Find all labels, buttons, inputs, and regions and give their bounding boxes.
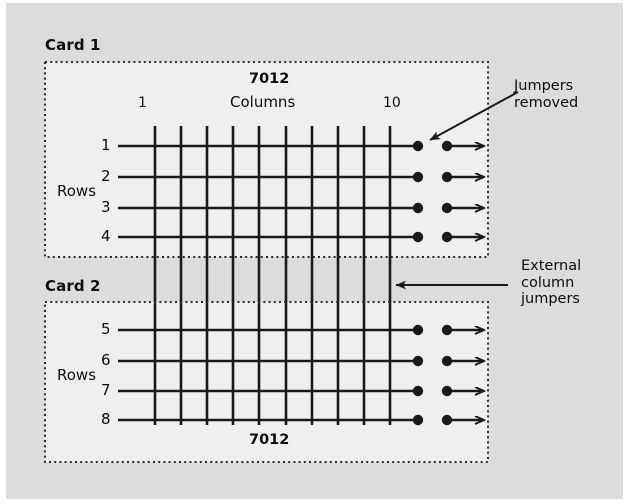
row-8-inner-dot [412, 414, 424, 426]
row-number-1: 1 [101, 136, 111, 154]
row-5-inner-dot [412, 324, 424, 336]
row-6-inner-dot [412, 355, 424, 367]
columns-axis-label: Columns [230, 93, 296, 111]
row-4-inner-dot [412, 231, 424, 243]
card-1-surface [45, 62, 488, 257]
card-2-label: Card 2 [45, 277, 101, 295]
card-2-part-number: 7012 [249, 432, 290, 448]
card-1-label: Card 1 [45, 36, 101, 54]
card-2-jumper-terminals [412, 324, 484, 426]
row-number-4: 4 [101, 227, 111, 245]
card-1-part-number: 7012 [249, 71, 290, 87]
card-1-border [44, 61, 489, 258]
row-number-3: 3 [101, 198, 111, 216]
jumpers-removed-arrow [429, 91, 519, 141]
column-number-first: 1 [138, 95, 147, 111]
column-number-last: 10 [383, 95, 401, 111]
row-number-2: 2 [101, 167, 111, 185]
card-1-jumper-terminals [412, 140, 484, 243]
row-2-inner-dot [412, 171, 424, 183]
card-2-row-lines [118, 328, 418, 422]
row-number-8: 8 [101, 410, 111, 428]
row-number-7: 7 [101, 381, 111, 399]
external-column-jumpers-callout: External column jumpers [521, 258, 582, 307]
card-1-row-lines [118, 144, 418, 239]
external-jumper-band [45, 257, 488, 302]
row-3-inner-dot [412, 202, 424, 214]
jumpers-removed-callout: Jumpers removed [514, 78, 579, 111]
row-7-inner-dot [412, 385, 424, 397]
row-1-inner-dot [412, 140, 424, 152]
row-number-6: 6 [101, 351, 111, 369]
card-1-rows-label: Rows [57, 182, 97, 200]
row-number-5: 5 [101, 320, 111, 338]
card-2-rows-label: Rows [57, 366, 97, 384]
